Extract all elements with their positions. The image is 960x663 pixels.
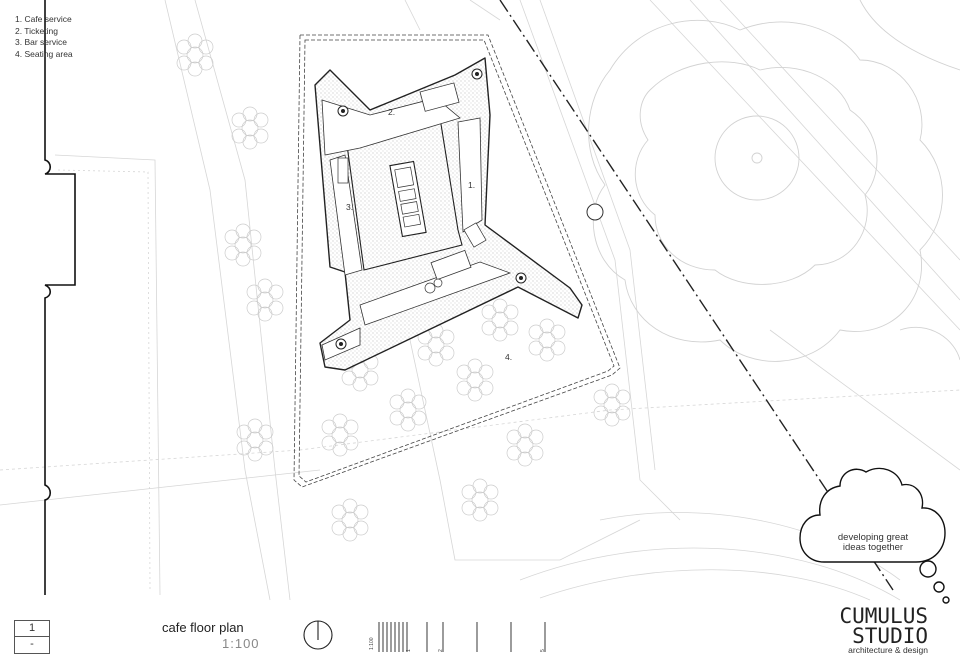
scale-bar (378, 622, 546, 652)
drawing-title: cafe floor plan (162, 620, 244, 635)
scale-bar-label-5: 5 (540, 649, 546, 652)
room-label-ticketing: 2. (388, 107, 395, 117)
room-label-bar: 3. (346, 202, 353, 212)
room-label-seating: 4. (505, 352, 512, 362)
legend-item: 2. Ticketing (15, 25, 58, 36)
tagline-line-2: ideas together (842, 542, 904, 553)
thought-cloud (799, 467, 950, 604)
legend-item: 4. Seating area (15, 48, 73, 59)
north-arrow-icon (303, 620, 333, 650)
brand-name-line-1: CUMULUS (839, 604, 928, 628)
studio-brand-logo: CUMULUS STUDIO architecture & design (812, 606, 928, 655)
room-label-cafe: 1. (468, 180, 475, 190)
room-legend: 1. Cafe service 2. Ticketing 3. Bar serv… (15, 14, 73, 60)
left-wall-profile (44, 0, 76, 595)
sheet-number-box: 1 - (14, 620, 50, 654)
cafe-site-outline (293, 34, 621, 488)
scale-bar-label-1: 1 (406, 649, 412, 652)
legend-item: 3. Bar service (15, 37, 67, 47)
site-boundary-line (499, 0, 894, 591)
legend-item: 1. Cafe service (15, 14, 72, 24)
brand-name-line-2: STUDIO (852, 624, 928, 648)
sheet-number: 1 (15, 621, 49, 637)
scale-bar-label-2: 2 (438, 649, 444, 652)
tree-canopy (588, 0, 960, 362)
drawing-scale: 1:100 (222, 636, 260, 651)
site-marker-circle (586, 203, 604, 221)
site-context-lines (0, 0, 960, 601)
cloud-tagline: developing great ideas together (818, 533, 928, 553)
cafe-building (314, 57, 583, 371)
tagline-line-1: developing great (837, 532, 909, 543)
sheet-revision: - (30, 638, 34, 650)
scale-bar-label-scale: 1:100 (369, 637, 375, 650)
brand-subtitle: architecture & design (848, 645, 928, 655)
